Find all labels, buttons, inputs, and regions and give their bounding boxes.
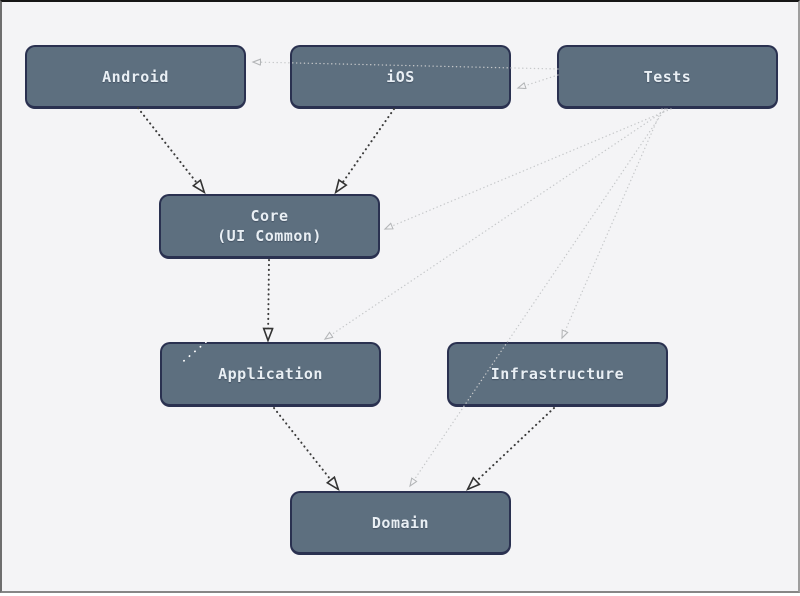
edge-tests-domain (410, 108, 666, 486)
edge-android-core (137, 107, 204, 192)
node-ios: iOS (290, 45, 511, 109)
edge-tests-ios (518, 74, 559, 88)
node-android-label: Android (102, 67, 169, 86)
node-infrastructure-label: Infrastructure (490, 365, 625, 383)
node-core-sublabel: (UI Common) (217, 227, 322, 245)
edge-core-application (268, 259, 269, 340)
node-core: Core (UI Common) (159, 194, 380, 259)
node-application-label: Application (218, 365, 323, 383)
node-core-label: Core (250, 207, 289, 225)
node-android: Android (25, 45, 246, 109)
node-infrastructure: Infrastructure (447, 342, 668, 407)
node-domain: Domain (290, 491, 511, 555)
edge-tests-core (385, 108, 672, 230)
edge-ios-core (336, 108, 395, 192)
node-application: Application (160, 342, 381, 407)
edge-infrastructure-domain (468, 407, 555, 489)
edge-application-domain (273, 407, 338, 489)
node-tests-label: Tests (643, 67, 692, 86)
node-ios-label: iOS (386, 67, 415, 86)
node-domain-label: Domain (371, 513, 430, 532)
edge-tests-infrastructure (561, 108, 663, 338)
node-tests: Tests (557, 45, 778, 109)
